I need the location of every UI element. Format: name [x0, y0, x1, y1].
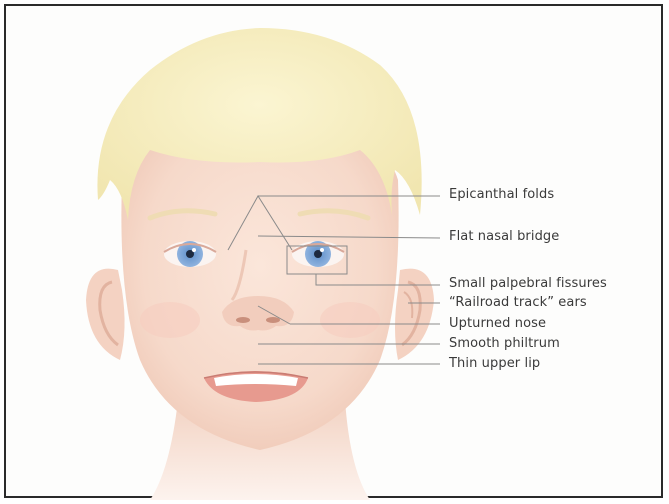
label-upturned-nose: Upturned nose — [449, 316, 546, 331]
label-epicanthal-folds: Epicanthal folds — [449, 187, 554, 202]
left-ear — [86, 269, 125, 360]
label-smooth-philtrum: Smooth philtrum — [449, 336, 560, 351]
right-ear — [395, 269, 434, 360]
label-flat-nasal-bridge: Flat nasal bridge — [449, 229, 559, 244]
left-nostril — [236, 317, 250, 323]
right-nostril — [266, 317, 280, 323]
label-railroad-track-ears: “Railroad track” ears — [449, 295, 587, 310]
label-small-palpebral-fissures: Small palpebral fissures — [449, 276, 607, 291]
label-thin-upper-lip: Thin upper lip — [449, 356, 540, 371]
